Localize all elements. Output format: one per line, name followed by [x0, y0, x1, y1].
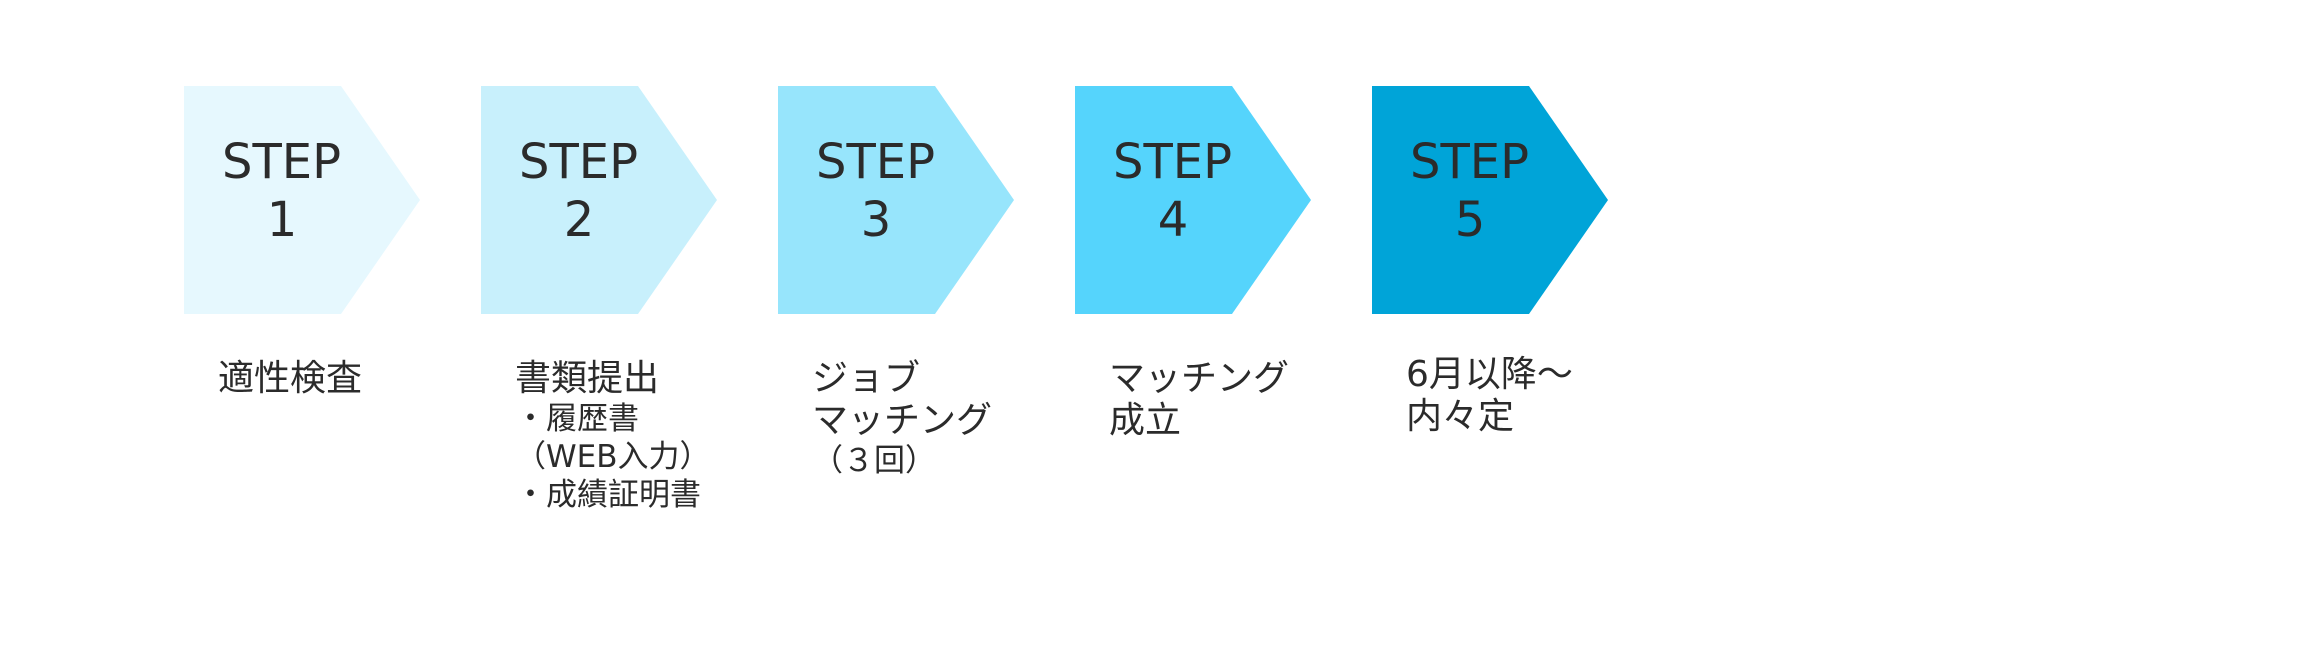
step-3-chevron-shape [778, 86, 1014, 314]
step-1-chevron-shape [184, 86, 420, 314]
description-line: ・成績証明書 [515, 477, 701, 513]
step-3-arrow: STEP 3 [778, 86, 1014, 314]
step-4-arrow: STEP 4 [1075, 86, 1311, 314]
step-3-chevron [778, 86, 1014, 314]
step-5-arrow: STEP 5 [1372, 86, 1608, 314]
description-line: ジョブ [812, 358, 921, 399]
description-line: 内々定 [1406, 396, 1515, 437]
description-line: 6月以降～ [1406, 354, 1573, 395]
step-1-title: STEP [222, 134, 342, 190]
step-2-label: STEP 2 [481, 134, 717, 264]
step-1-description: 適性検査 [218, 358, 518, 400]
step-5-number: 5 [1454, 192, 1486, 248]
step-5-chevron [1372, 86, 1608, 314]
description-line: （WEB入力） [515, 439, 711, 475]
step-1-label: STEP 1 [184, 134, 420, 264]
description-line: （３回） [812, 443, 936, 479]
step-2-arrow: STEP 2 [481, 86, 717, 314]
step-4-chevron [1075, 86, 1311, 314]
step-2-number: 2 [563, 192, 595, 248]
step-1-arrow: STEP 1 [184, 86, 420, 314]
step-2-description: 書類提出 ・履歴書 （WEB入力） ・成績証明書 [515, 358, 815, 514]
step-4-number: 4 [1157, 192, 1189, 248]
step-4-title: STEP [1113, 134, 1233, 190]
description-line: 適性検査 [218, 358, 363, 399]
description-line: マッチング [1109, 358, 1290, 399]
step-5-label: STEP 5 [1372, 134, 1608, 264]
step-2-title: STEP [519, 134, 639, 190]
step-4-description: マッチング 成立 [1109, 358, 1409, 442]
step-3-label: STEP 3 [778, 134, 1014, 264]
description-line: 成立 [1109, 400, 1182, 441]
step-1-number: 1 [266, 192, 298, 248]
step-2-chevron [481, 86, 717, 314]
step-3-description: ジョブ マッチング （３回） [812, 358, 1112, 480]
step-3-title: STEP [816, 134, 936, 190]
step-5-description: 6月以降～ 内々定 [1406, 354, 1706, 438]
step-3-number: 3 [860, 192, 892, 248]
step-2-chevron-shape [481, 86, 717, 314]
step-5-title: STEP [1410, 134, 1530, 190]
step-5-chevron-shape [1372, 86, 1608, 314]
description-line: ・履歴書 [515, 401, 639, 437]
step-4-chevron-shape [1075, 86, 1311, 314]
step-1-chevron [184, 86, 420, 314]
step-4-label: STEP 4 [1075, 134, 1311, 264]
description-line: マッチング [812, 400, 993, 441]
description-line: 書類提出 [515, 358, 660, 399]
